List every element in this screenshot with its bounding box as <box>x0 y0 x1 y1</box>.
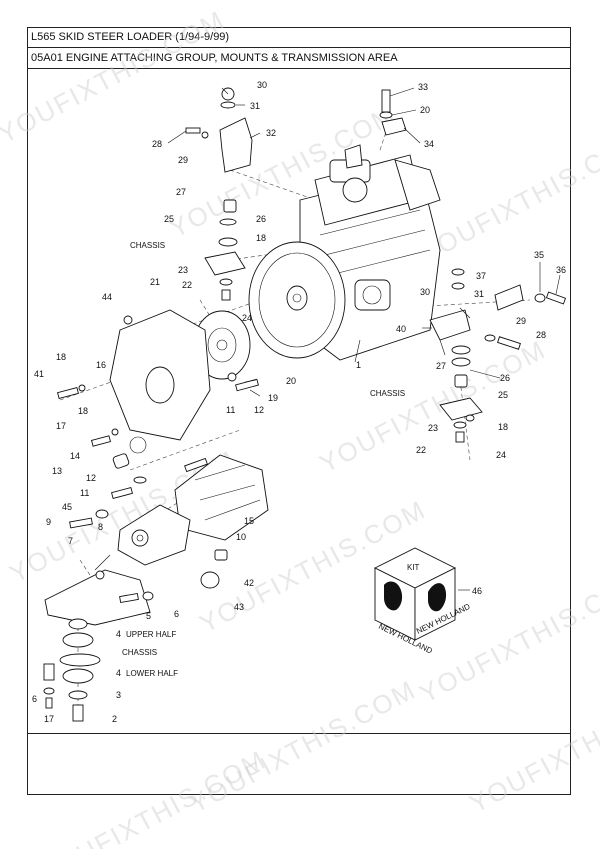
left-small-parts <box>57 372 259 589</box>
callout: 6 <box>174 609 179 619</box>
callout: 21 <box>150 277 160 287</box>
chassis-label: CHASSIS <box>130 241 165 250</box>
callout: 45 <box>62 502 72 512</box>
callout: 18 <box>56 352 66 362</box>
callout: 16 <box>96 360 106 370</box>
page-title: L565 SKID STEER LOADER (1/94-9/99) <box>27 27 571 48</box>
callout: 2 <box>112 714 117 724</box>
kit-label: KIT <box>407 563 420 572</box>
watermark: YOUFIXTHIS.COM <box>0 4 230 149</box>
callout: 29 <box>516 316 526 326</box>
callout: 18 <box>498 422 508 432</box>
callout: 26 <box>500 373 510 383</box>
callout: 28 <box>536 330 546 340</box>
callout: 9 <box>46 517 51 527</box>
watermark-group: YOUFIXTHIS.COM YOUFIXTHIS.COM YOUFIXTHIS… <box>0 4 600 849</box>
callout: 43 <box>234 602 244 612</box>
callout: 33 <box>418 82 428 92</box>
leader-lines <box>167 87 561 591</box>
callout: 10 <box>236 532 246 542</box>
callout: 8 <box>98 522 103 532</box>
flywheel-housing <box>248 241 346 359</box>
lower-half-label: LOWER HALF <box>126 669 178 678</box>
callout: 26 <box>256 214 266 224</box>
callout: 27 <box>176 187 186 197</box>
callout: 17 <box>56 421 66 431</box>
callout: 22 <box>416 445 426 455</box>
engine-mount-bottom-left <box>43 554 154 722</box>
callout: 4 <box>116 629 121 639</box>
callout: 29 <box>178 155 188 165</box>
callout: 25 <box>498 390 508 400</box>
callout: 28 <box>152 139 162 149</box>
callout: 31 <box>474 289 484 299</box>
callout: 18 <box>256 233 266 243</box>
callout: 1 <box>356 360 361 370</box>
hydrostatic-pump <box>117 454 269 566</box>
engine-mount-right <box>429 268 567 443</box>
callout: 24 <box>496 450 506 460</box>
kit-box <box>373 547 457 641</box>
callout: 3 <box>116 690 121 700</box>
callout: 24 <box>242 313 252 323</box>
watermark: YOUFIXTHIS.COM <box>415 124 600 269</box>
chassis-label: CHASSIS <box>370 389 405 398</box>
callout: 41 <box>34 369 44 379</box>
adapter-plate <box>109 309 211 441</box>
callout: 12 <box>254 405 264 415</box>
callout: 20 <box>420 105 430 115</box>
footer-divider <box>27 733 571 734</box>
callout: 15 <box>244 516 254 526</box>
callout: 36 <box>556 265 566 275</box>
chassis-label: CHASSIS <box>122 648 157 657</box>
callout: 17 <box>44 714 54 724</box>
callout: 46 <box>472 586 482 596</box>
callout: 7 <box>68 536 73 546</box>
callout: 18 <box>78 406 88 416</box>
engine-mount-left <box>185 87 253 301</box>
callout: 25 <box>164 214 174 224</box>
callout: 11 <box>80 488 89 498</box>
callout: 42 <box>244 578 254 588</box>
callout: 31 <box>250 101 260 111</box>
callout: 6 <box>32 694 37 704</box>
callout: 44 <box>102 292 112 302</box>
page-frame <box>27 27 571 795</box>
callout: 20 <box>286 376 296 386</box>
callout: 37 <box>476 271 486 281</box>
callout: 23 <box>428 423 438 433</box>
callout: 12 <box>86 473 96 483</box>
callout: 30 <box>420 287 430 297</box>
callout: 34 <box>424 139 434 149</box>
callout: 30 <box>257 80 267 90</box>
section-title: 05A01 ENGINE ATTACHING GROUP, MOUNTS & T… <box>27 48 571 69</box>
callout: 35 <box>534 250 544 260</box>
callout: 4 <box>116 668 121 678</box>
callout: 13 <box>52 466 62 476</box>
upper-half-label: UPPER HALF <box>126 630 176 639</box>
callout: 23 <box>178 265 188 275</box>
callout: 22 <box>182 280 192 290</box>
watermark: YOUFIXTHIS.COM <box>465 674 600 819</box>
callout: 5 <box>146 611 151 621</box>
callout: 32 <box>266 128 276 138</box>
callout: 40 <box>396 324 406 334</box>
callout: 14 <box>70 451 80 461</box>
callout: 19 <box>268 393 278 403</box>
callout: 27 <box>436 361 446 371</box>
callout: 11 <box>226 405 235 415</box>
